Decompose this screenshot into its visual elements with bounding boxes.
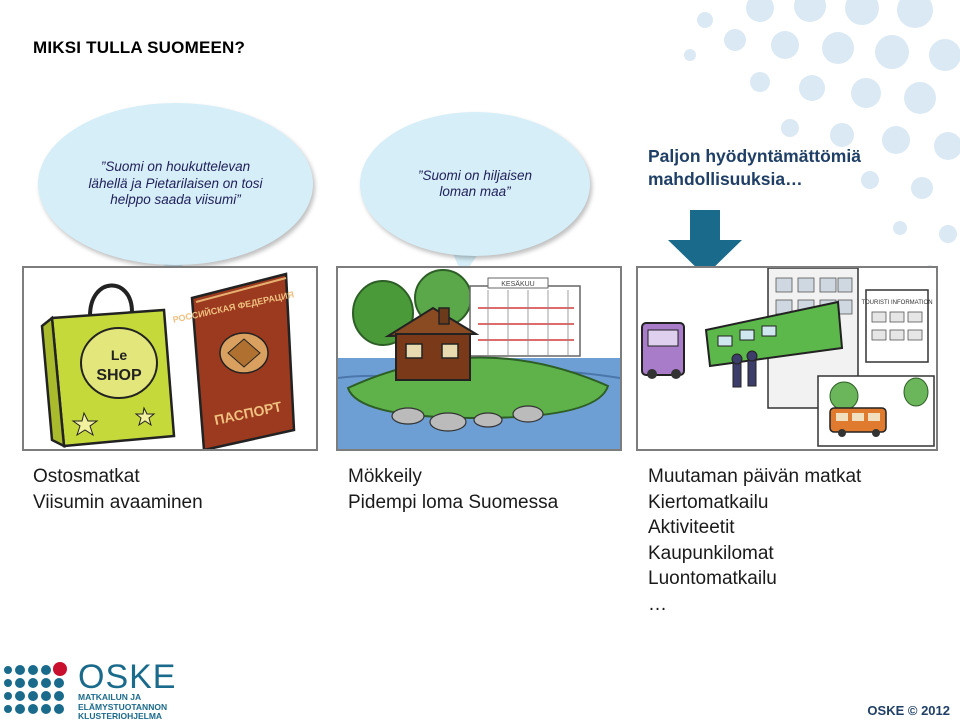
bag-text-le: Le [111, 347, 128, 363]
caption-column-left: Ostosmatkat Viisumin avaaminen [33, 464, 203, 515]
speech-bubble-middle-text: ”Suomi on hiljaisen loman maa” [417, 167, 533, 200]
city-transport-illustration: TOURISTI INFORMATION [636, 266, 938, 451]
caption-item: Ostosmatkat [33, 466, 140, 487]
logo-subtitle-line: KLUSTERIOHJELMA [78, 711, 163, 721]
caption-column-middle: Mökkeily Pidempi loma Suomessa [348, 464, 558, 515]
opportunities-heading: Paljon hyödyntämättömiä mahdollisuuksia… [648, 146, 861, 189]
caption-item: … [648, 593, 667, 615]
shop-sign-text: KESÄKUU [501, 280, 534, 288]
oske-logo-icon [4, 662, 67, 714]
logo-subtitle: MATKAILUN JA ELÄMYSTUOTANNON KLUSTERIOHJ… [78, 692, 168, 722]
copyright-text: OSKE © 2012 [867, 703, 950, 718]
speech-bubble-left: ”Suomi on houkuttelevan lähellä ja Pieta… [38, 103, 313, 265]
speech-bubble-middle: ”Suomi on hiljaisen loman maa” [360, 112, 590, 256]
slide-title: MIKSI TULLA SUOMEEN? [33, 38, 246, 57]
caption-item: Pidempi loma Suomessa [348, 491, 559, 513]
caption-item: Viisumin avaaminen [33, 491, 203, 513]
speech-bubble-left-text: ”Suomi on houkuttelevan lähellä ja Pieta… [88, 159, 263, 208]
shopping-illustration: Le SHOP РОССИЙСКАЯ ФЕДЕРАЦИЯ ПАСПОРТ [22, 266, 318, 451]
down-arrow-icon [668, 210, 742, 276]
caption-column-right: Muutaman päivän matkat Kiertomatkailu Ak… [648, 464, 861, 617]
caption-item: Aktiviteetit [648, 517, 735, 538]
caption-item: Kiertomatkailu [648, 491, 769, 513]
shopping-bag-and-passport-image: Le SHOP РОССИЙСКАЯ ФЕДЕРАЦИЯ ПАСПОРТ [40, 272, 296, 449]
logo-name: OSKE [78, 658, 177, 696]
caption-item: Kaupunkilomat [648, 542, 774, 564]
caption-item: Luontomatkailu [648, 568, 777, 589]
tourist-sign-text: TOURISTI INFORMATION [861, 300, 932, 306]
caption-item: Muutaman päivän matkat [648, 466, 862, 487]
logo-subtitle-line: ELÄMYSTUOTANNON [78, 701, 168, 712]
city-transport-image: TOURISTI INFORMATION [641, 268, 935, 447]
cottage-island-image: KESÄKUU [338, 269, 620, 449]
caption-item: Mökkeily [348, 466, 422, 487]
bag-text-shop: SHOP [96, 367, 142, 384]
logo-subtitle-line: MATKAILUN JA [78, 692, 142, 702]
cottage-island-illustration: KESÄKUU [336, 266, 622, 451]
